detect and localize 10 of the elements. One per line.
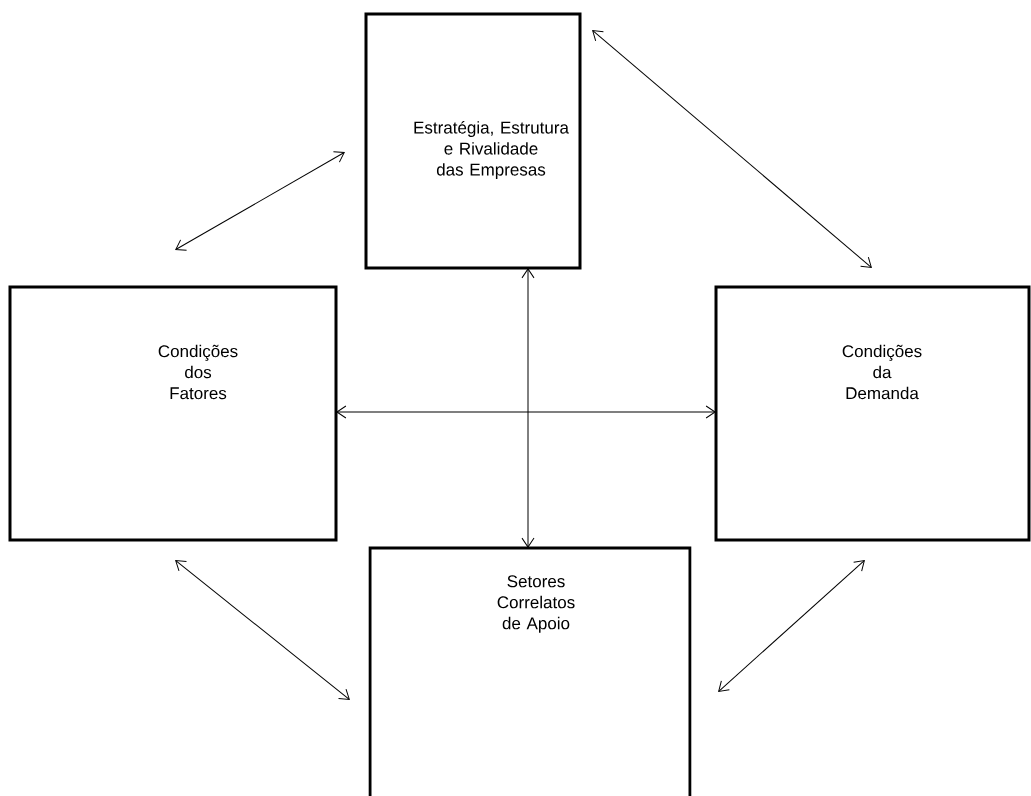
arrow bbox=[718, 560, 865, 692]
box: Condições dos Fatores bbox=[8, 285, 338, 542]
arrow bbox=[175, 560, 350, 700]
arrow bbox=[175, 151, 345, 251]
arrow bbox=[592, 30, 872, 268]
box: Setores Correlatos de Apoio bbox=[368, 546, 692, 796]
box: Estratégia, Estrutura e Rivalidade das Empresas bbox=[364, 12, 582, 270]
box: Condições da Demanda bbox=[714, 285, 1031, 542]
arrow bbox=[336, 405, 716, 419]
arrow bbox=[521, 268, 535, 548]
